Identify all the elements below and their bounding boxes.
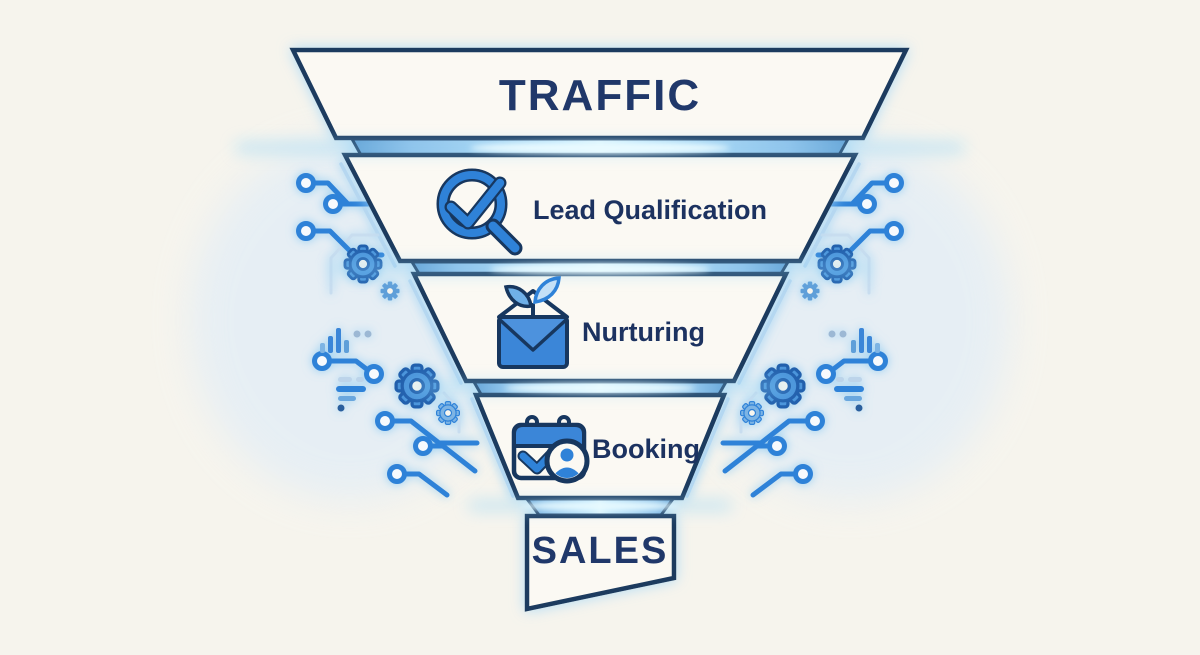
stage-label-nurturing: Nurturing: [582, 317, 705, 347]
magnifier-check-icon: [436, 168, 523, 256]
dot: [353, 330, 361, 338]
leaf-right: [533, 276, 561, 305]
edge-accent-line: [339, 162, 397, 268]
circuit-decoration-left: [296, 162, 515, 498]
dash-list-icon: [336, 377, 366, 412]
hex-outline: [329, 233, 380, 295]
circuit-node: [312, 351, 332, 371]
stage-label-booking: Booking: [592, 434, 700, 464]
gear-icon: [435, 400, 461, 426]
user-silhouette: [553, 448, 581, 478]
edge-accent-line: [470, 397, 515, 498]
circuit-node: [375, 411, 395, 431]
circuit-node: [387, 464, 407, 484]
leaf-left: [503, 284, 533, 309]
stage-label-traffic: TRAFFIC: [499, 71, 701, 120]
circuit-node: [296, 221, 316, 241]
envelope-plant-icon: [497, 276, 569, 369]
glow-streaks: [235, 142, 965, 511]
stage-label-lead-qualification: Lead Qualification: [533, 195, 767, 225]
circuit-node: [296, 173, 316, 193]
bar-chart-icon: [320, 328, 349, 353]
circuit-node: [323, 194, 343, 214]
envelope-fold: [497, 317, 569, 352]
circuit-trace: [382, 418, 480, 446]
circuit-node: [364, 364, 384, 384]
dot: [364, 330, 372, 338]
funnel-stage-traffic: [289, 47, 910, 141]
sales-banner: [524, 513, 677, 612]
circuit-node: [413, 436, 433, 456]
edge-accent-line: [408, 279, 463, 385]
calendar-user-icon: [511, 415, 590, 484]
gear-icon: [379, 280, 401, 302]
stage-label-sales: SALES: [532, 530, 669, 572]
